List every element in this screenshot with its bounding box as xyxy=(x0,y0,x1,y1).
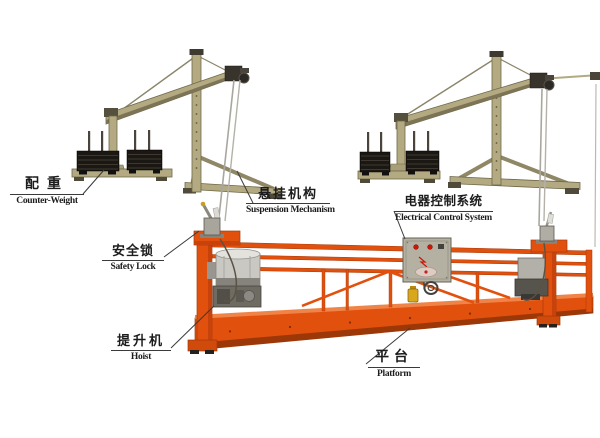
label-counter-weight: 配重 Counter-Weight xyxy=(10,177,84,206)
cable-coil-icon xyxy=(423,281,439,295)
label-platform-zh: 平台 xyxy=(368,350,420,368)
label-electrical-control-system-zh: 电器控制系统 xyxy=(394,194,493,212)
red-button-icon xyxy=(427,244,433,250)
platform-end-post xyxy=(585,249,593,313)
leader-lines xyxy=(82,169,411,365)
counterweight-base-bar xyxy=(71,168,173,178)
panel-bolts xyxy=(228,307,532,333)
leader-electrical-control-system xyxy=(393,210,406,240)
mast xyxy=(191,51,202,193)
electrical-control-box xyxy=(402,237,452,303)
label-suspension-mechanism-en: Suspension Mechanism xyxy=(246,205,335,215)
label-counter-weight-zh: 配重 xyxy=(10,177,84,195)
mast xyxy=(491,53,502,186)
leader-counter-weight xyxy=(82,169,105,195)
jib-tip-hoist-point xyxy=(529,72,555,91)
red-button-icon xyxy=(413,244,419,250)
stirrup-right xyxy=(530,239,568,328)
rope-tail-left xyxy=(219,238,238,303)
label-safety-lock: 安全锁 Safety Lock xyxy=(102,243,164,272)
wire-rope-left xyxy=(217,79,235,227)
label-suspension-mechanism-zh: 悬挂机构 xyxy=(246,186,330,204)
suspension-mechanism-right xyxy=(357,51,600,194)
wire-ropes xyxy=(217,79,597,248)
hoist-right-motor xyxy=(514,257,549,300)
pendant-switch xyxy=(407,288,419,303)
label-suspension-mechanism: 悬挂机构 Suspension Mechanism xyxy=(246,186,335,215)
leader-safety-lock xyxy=(163,230,200,258)
leader-platform xyxy=(365,327,411,365)
label-counter-weight-en: Counter-Weight xyxy=(16,196,78,206)
mast-holes xyxy=(495,97,498,171)
mast-holes xyxy=(195,95,198,169)
wire-rope-right xyxy=(538,88,543,227)
label-electrical-control-system-en: Electrical Control System xyxy=(395,213,492,223)
stay-cable-icon xyxy=(399,57,497,120)
platform-assembly xyxy=(187,201,594,354)
stirrup-left xyxy=(187,230,241,354)
lightning-icon xyxy=(418,256,428,268)
counterweight-pedestal xyxy=(396,120,406,169)
safety-lock-right-device xyxy=(536,211,557,244)
rope-tail-right xyxy=(522,242,547,301)
label-platform: 平台 Platform xyxy=(368,350,420,379)
counterweight-base-bar xyxy=(357,170,441,180)
leader-suspension-mechanism xyxy=(236,170,254,204)
counterweight-right xyxy=(359,131,440,176)
safety-lock-left-device xyxy=(200,201,224,238)
suspension-mechanism-left xyxy=(71,49,282,199)
safety-rope-right xyxy=(594,83,597,248)
label-platform-en: Platform xyxy=(377,369,411,379)
leader-hoist xyxy=(170,305,215,349)
mast-base-bar xyxy=(449,176,581,190)
label-electrical-control-system: 电器控制系统 Electrical Control System xyxy=(394,194,493,223)
label-hoist-en: Hoist xyxy=(130,352,152,362)
label-hoist: 提升机 Hoist xyxy=(111,333,171,362)
counterweight-left xyxy=(76,130,163,175)
label-safety-lock-en: Safety Lock xyxy=(110,262,156,272)
label-safety-lock-zh: 安全锁 xyxy=(102,243,164,261)
jib-tip-hoist-point xyxy=(224,65,250,84)
label-hoist-zh: 提升机 xyxy=(111,333,171,351)
